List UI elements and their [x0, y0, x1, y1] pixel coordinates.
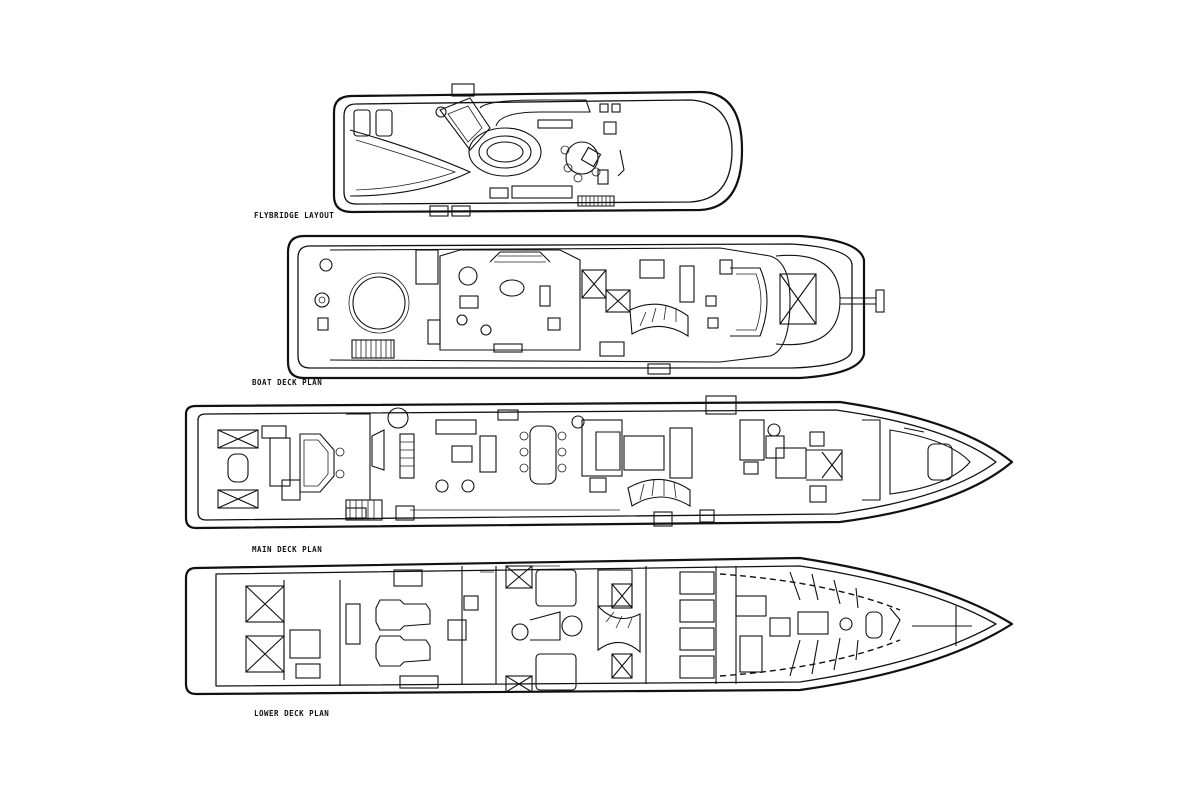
- flybridge-plan: FLYBRIDGE LAYOUT: [254, 83, 744, 220]
- boat-deck-plan: BOAT DECK PLAN: [252, 234, 885, 387]
- flybridge-label: FLYBRIDGE LAYOUT: [254, 211, 334, 220]
- main-deck-label: MAIN DECK PLAN: [252, 545, 322, 554]
- lower-deck-plan: LOWER DECK PLAN: [184, 556, 1014, 718]
- lower-deck-label: LOWER DECK PLAN: [254, 709, 329, 718]
- main-deck-plan: MAIN DECK PLAN: [184, 395, 1014, 554]
- boat-deck-label: BOAT DECK PLAN: [252, 378, 322, 387]
